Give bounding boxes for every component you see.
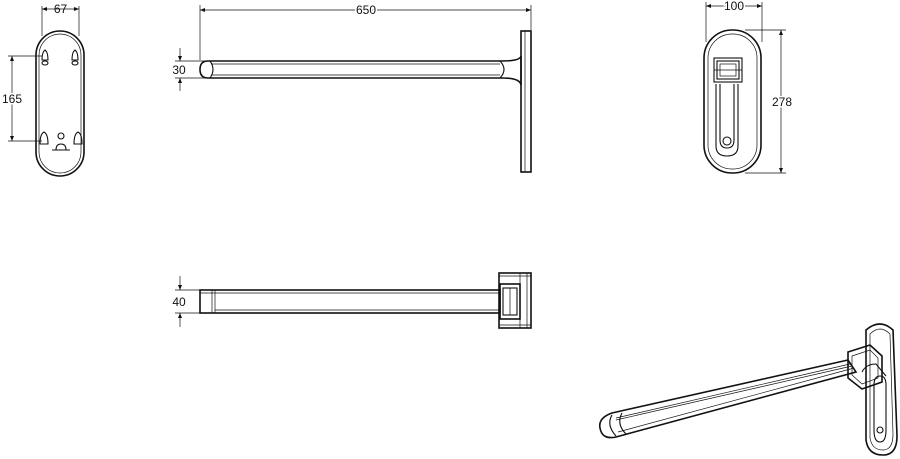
dimension-front-width: 100 bbox=[705, 0, 763, 42]
bar-length-label: 650 bbox=[356, 3, 376, 17]
dimension-bar-height-top: 40 bbox=[172, 276, 212, 327]
front-view: 100 278 bbox=[703, 0, 794, 174]
front-height-label: 278 bbox=[772, 95, 792, 109]
dimension-bar-length: 650 bbox=[199, 2, 532, 60]
isometric-view bbox=[598, 323, 898, 456]
plate-width-label: 67 bbox=[54, 2, 68, 16]
top-view: 40 bbox=[172, 272, 532, 329]
rear-plate-view: 67 165 bbox=[0, 2, 85, 177]
dimension-plate-width: 67 bbox=[41, 2, 80, 36]
bar-height-side-label: 30 bbox=[172, 63, 186, 77]
front-width-label: 100 bbox=[724, 0, 744, 13]
dimension-bar-height-side: 30 bbox=[172, 48, 212, 91]
side-view: 650 30 bbox=[172, 2, 532, 173]
bar-height-top-label: 40 bbox=[172, 295, 186, 309]
hole-spacing-label: 165 bbox=[2, 92, 22, 106]
dimension-front-height: 278 bbox=[745, 29, 794, 174]
